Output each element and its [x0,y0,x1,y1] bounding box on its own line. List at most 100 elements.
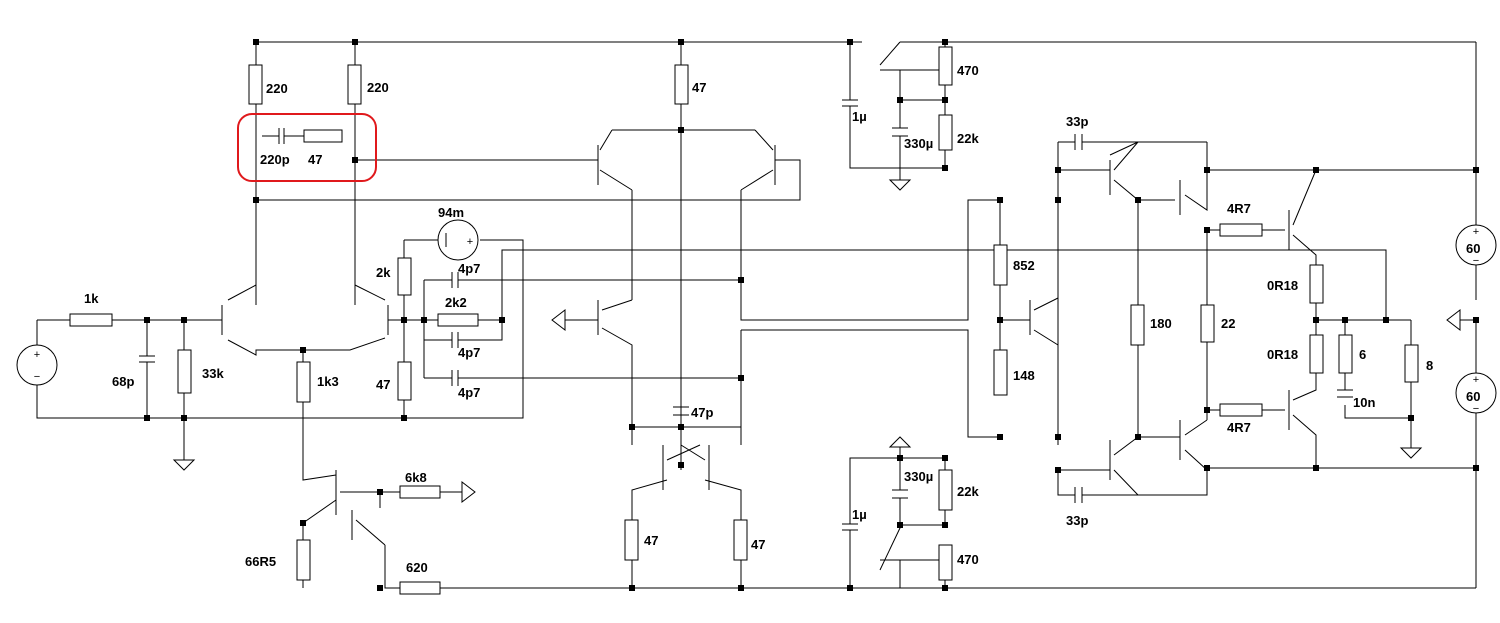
resistor-47-mirror-left [624,519,639,561]
label-c-1u-top: 1µ [852,109,867,124]
label-r-148: 148 [1013,368,1035,383]
resistor-22k-bottom [938,469,953,511]
resistors [69,46,1419,595]
label-c-33p-bottom: 33p [1066,513,1088,528]
resistor-47-top [674,64,689,105]
resistor-0r18-bottom [1309,334,1324,374]
label-c-comp: 220p [260,152,290,167]
capacitor-1u-bottom [842,523,858,531]
capacitor-47p [673,406,689,416]
capacitor-33p-bottom [1074,487,1083,503]
svg-text:+: + [1473,226,1479,238]
label-v-offset: 94m [438,205,464,220]
resistor-220-left [248,64,263,105]
resistor-47-mirror-right [733,519,748,561]
resistor-1k3 [296,361,311,403]
resistor-47-fb [397,361,412,401]
label-r-66r5: 66R5 [245,554,276,569]
resistor-66r5 [296,539,311,581]
wires [36,41,1477,589]
ground-symbol [172,459,196,471]
label-c-47p: 47p [691,405,713,420]
input-signal-source: + − [16,344,58,386]
capacitor-10n [1337,389,1353,398]
label-r-22: 22 [1221,316,1235,331]
label-c-4p7-b: 4p7 [458,345,480,360]
label-c-4p7-c: 4p7 [458,385,480,400]
label-r-470-bottom: 470 [957,552,979,567]
label-r-in: 1k [84,291,99,306]
label-r-tail-top: 47 [692,80,706,95]
capacitor-4p7-a [451,272,459,288]
label-r-bias: 33k [202,366,224,381]
resistor-33k [177,349,192,394]
capacitor-1u-top [842,99,858,107]
label-r-470-top: 470 [957,63,979,78]
resistor-1k [69,313,113,327]
capacitor-4p7-c [451,370,459,386]
label-r-col-left: 220 [266,81,288,96]
resistor-4r7-top [1219,223,1263,237]
label-r-load: 8 [1426,358,1433,373]
ground-symbol [461,480,476,504]
label-r-tail: 1k3 [317,374,339,389]
label-r-mirror-left: 47 [644,533,658,548]
capacitors [139,99,1353,531]
resistor-470-bottom [938,544,953,581]
label-r-620: 620 [406,560,428,575]
label-r-22k-bottom: 22k [957,484,979,499]
resistor-47-comp [303,129,343,143]
label-c-33p-top: 33p [1066,114,1088,129]
label-r-0r18-bottom: 0R18 [1267,347,1298,362]
ground-symbol [888,179,912,191]
resistor-22k-top [938,114,953,151]
label-c-1u-bottom: 1µ [852,507,867,522]
label-c-4p7-a: 4p7 [458,261,480,276]
capacitor-68p [139,355,155,363]
capacitor-330u-top [892,127,908,137]
label-r-4r7-bottom: 4R7 [1227,420,1251,435]
resistor-2k2 [437,313,479,327]
label-r-6k8: 6k8 [405,470,427,485]
positive-supply-source: + − [1455,224,1497,267]
resistor-620 [399,581,441,595]
label-c-330u-bottom: 330µ [904,469,933,484]
ground-symbol [551,308,566,332]
sources: + − + + − + − [16,219,1497,415]
label-r-fb-bot: 47 [376,377,390,392]
resistor-220-right [347,64,362,105]
ground-symbol [1446,308,1461,332]
resistor-470-top [938,46,953,86]
label-c-zobel: 10n [1353,395,1375,410]
label-c-330u-top: 330µ [904,136,933,151]
resistor-4r7-bottom [1219,403,1263,417]
resistor-180 [1130,304,1145,346]
label-r-852: 852 [1013,258,1035,273]
resistor-8-load [1404,344,1419,383]
offset-voltage-source: + [437,219,479,261]
resistor-148 [993,349,1008,396]
svg-text:−: − [1473,255,1479,267]
label-r-fb-mid: 2k2 [445,295,467,310]
label-r-mirror-right: 47 [751,537,765,552]
svg-text:+: + [467,236,473,248]
capacitor-220p [262,128,304,144]
capacitor-33p-top [1074,134,1083,150]
label-r-col-right: 220 [367,80,389,95]
capacitor-330u-bottom [892,489,908,499]
resistor-22 [1200,304,1215,343]
label-r-180: 180 [1150,316,1172,331]
label-v-pos: 60 [1466,241,1480,256]
resistor-852 [993,244,1008,286]
component-labels: 220 220 47 220p 47 1k 68p 33k 1k3 2k 47 … [84,63,1480,575]
label-r-zobel: 6 [1359,347,1366,362]
label-r-fb-top: 2k [376,265,391,280]
label-r-0r18-top: 0R18 [1267,278,1298,293]
svg-text:−: − [34,371,40,383]
label-c-in: 68p [112,374,134,389]
ground-symbol [888,436,912,448]
svg-text:+: + [34,349,40,361]
junction-dots [144,39,1479,591]
label-v-neg: 60 [1466,389,1480,404]
